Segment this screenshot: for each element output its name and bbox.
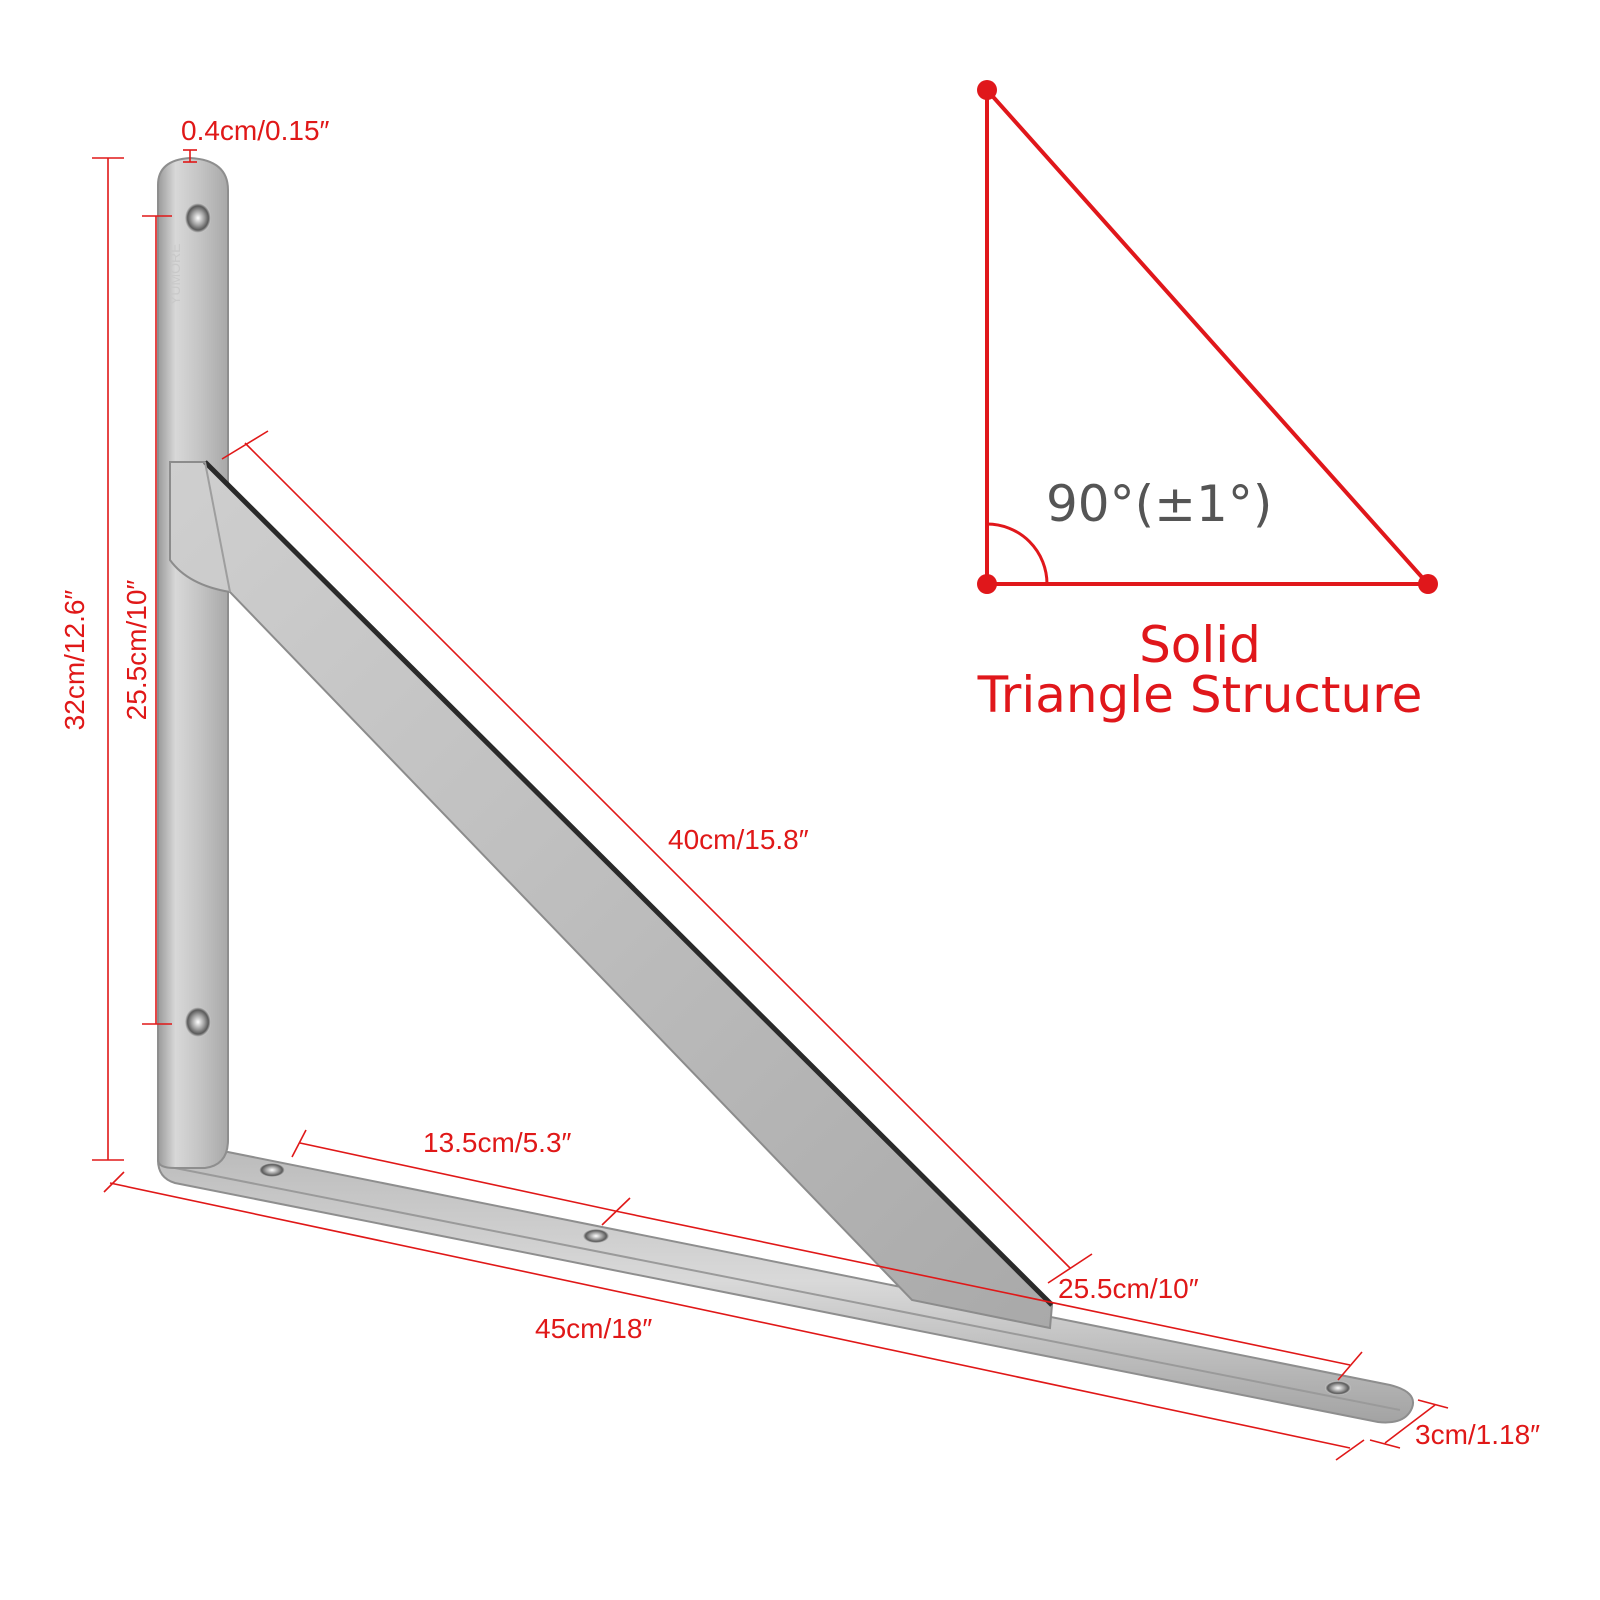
right-angle-arc (986, 522, 1049, 585)
brace-foot-label: 25.5cm/10″ (1058, 1273, 1199, 1304)
diagonal-brace (169, 461, 1054, 1330)
brand-mark: YUMORE (167, 244, 183, 305)
hole-arm-1 (259, 1163, 285, 1177)
diagonal-brace-label: 40cm/15.8″ (668, 824, 809, 855)
hole-bottom (185, 1007, 211, 1037)
diagonal-dim-line (244, 442, 1071, 1269)
triangle-outline (985, 84, 1433, 586)
foot-dim-line (619, 1211, 1351, 1366)
width-label: 3cm/1.18″ (1415, 1419, 1540, 1450)
shelf-bracket: YUMORE (156, 156, 1414, 1424)
vertex-top (977, 80, 997, 100)
width-dim-line (1384, 1404, 1436, 1444)
horizontal-arm (156, 1138, 1414, 1424)
dimension-labels: 0.4cm/0.15″ 32cm/12.6″ 25.5cm/10″ 40cm/1… (59, 115, 1540, 1450)
triangle-diagram: 90°(±1°) Solid Triangle Structure (977, 80, 1438, 724)
total-length-label: 45cm/18″ (535, 1313, 652, 1344)
hole-spacing-vertical-label: 25.5cm/10″ (121, 580, 152, 721)
dimension-lines (92, 149, 1449, 1461)
arm-hole-spacing-dim-line (299, 1142, 621, 1213)
hole-spacing-horizontal-label: 13.5cm/5.3″ (423, 1127, 572, 1158)
vertical-arm (157, 156, 229, 1169)
vertex-right (1418, 574, 1438, 594)
hole-arm-3 (1325, 1381, 1351, 1395)
total-height-label: 32cm/12.6″ (59, 590, 90, 731)
caption-line1: Solid (1139, 616, 1261, 674)
caption-line2: Triangle Structure (977, 666, 1423, 724)
thickness-label: 0.4cm/0.15″ (181, 115, 330, 146)
mounting-holes (185, 203, 1351, 1395)
angle-label: 90°(±1°) (1046, 475, 1272, 533)
hole-top (185, 203, 211, 233)
vertex-corner (977, 574, 997, 594)
length-dim-line (109, 1182, 1351, 1449)
hole-arm-2 (583, 1229, 609, 1243)
